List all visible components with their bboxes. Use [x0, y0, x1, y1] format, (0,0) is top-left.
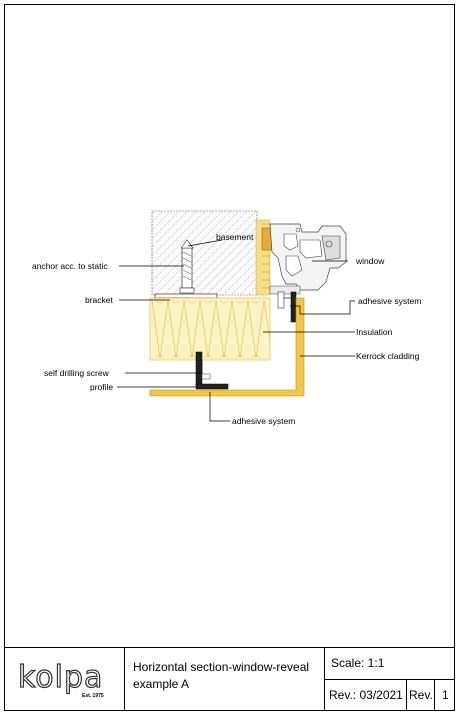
drawing-sheet	[4, 4, 455, 711]
title-block: kolpa Est. 1975 Horizontal section-windo…	[4, 647, 455, 711]
label-bracket: bracket	[85, 295, 114, 305]
label-anchor: anchor acc. to static	[32, 261, 108, 271]
revision-label: Rev.	[407, 680, 435, 711]
revision-date: Rev.: 03/2021	[325, 680, 407, 711]
label-adhesive-top: adhesive system	[358, 296, 421, 306]
label-profile: profile	[90, 382, 113, 392]
anchor	[179, 239, 195, 294]
window-frame	[255, 219, 347, 296]
basement-concrete	[151, 210, 258, 296]
revision-date-label: Rev.:	[329, 688, 357, 702]
label-kerrock: Kerrock cladding	[356, 351, 420, 361]
label-insulation: Insulation	[356, 327, 393, 337]
reveal-bracket	[277, 291, 297, 323]
logo-est: Est. 1975	[82, 693, 104, 699]
logo-text: kolpa	[17, 659, 104, 695]
title-line-1: Horizontal section-window-reveal	[133, 660, 310, 674]
revision-date-value: 03/2021	[359, 688, 403, 702]
label-screw: self drilling screw	[44, 368, 110, 378]
label-window: window	[355, 256, 385, 266]
drawing-title: Horizontal section-window-reveal example…	[125, 648, 325, 711]
profile	[195, 351, 229, 390]
title-line-2: example A	[133, 677, 190, 691]
kerrock-cladding	[149, 297, 305, 397]
revision-number: 1	[442, 688, 449, 702]
scale: Scale: 1:1	[325, 648, 455, 680]
leader-lines	[117, 239, 355, 422]
label-basement: basement	[216, 232, 254, 242]
insulation	[149, 297, 271, 361]
label-adhesive-bottom: adhesive system	[232, 416, 295, 426]
logo: kolpa Est. 1975	[4, 648, 125, 711]
